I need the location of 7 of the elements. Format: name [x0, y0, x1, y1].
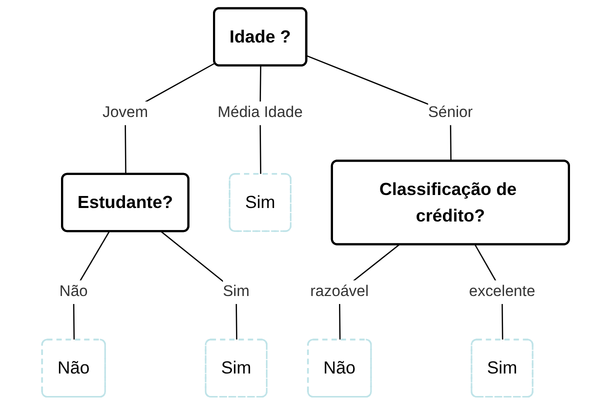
edge-label: Não	[59, 282, 88, 300]
edge-label: razoável	[310, 282, 369, 300]
edge-label: excelente	[468, 282, 536, 300]
edge-label: Sénior	[428, 104, 473, 122]
edge-label: Sim	[222, 282, 250, 300]
edge-label: Média Idade	[218, 104, 303, 122]
edge-label: Jovem	[102, 104, 148, 122]
